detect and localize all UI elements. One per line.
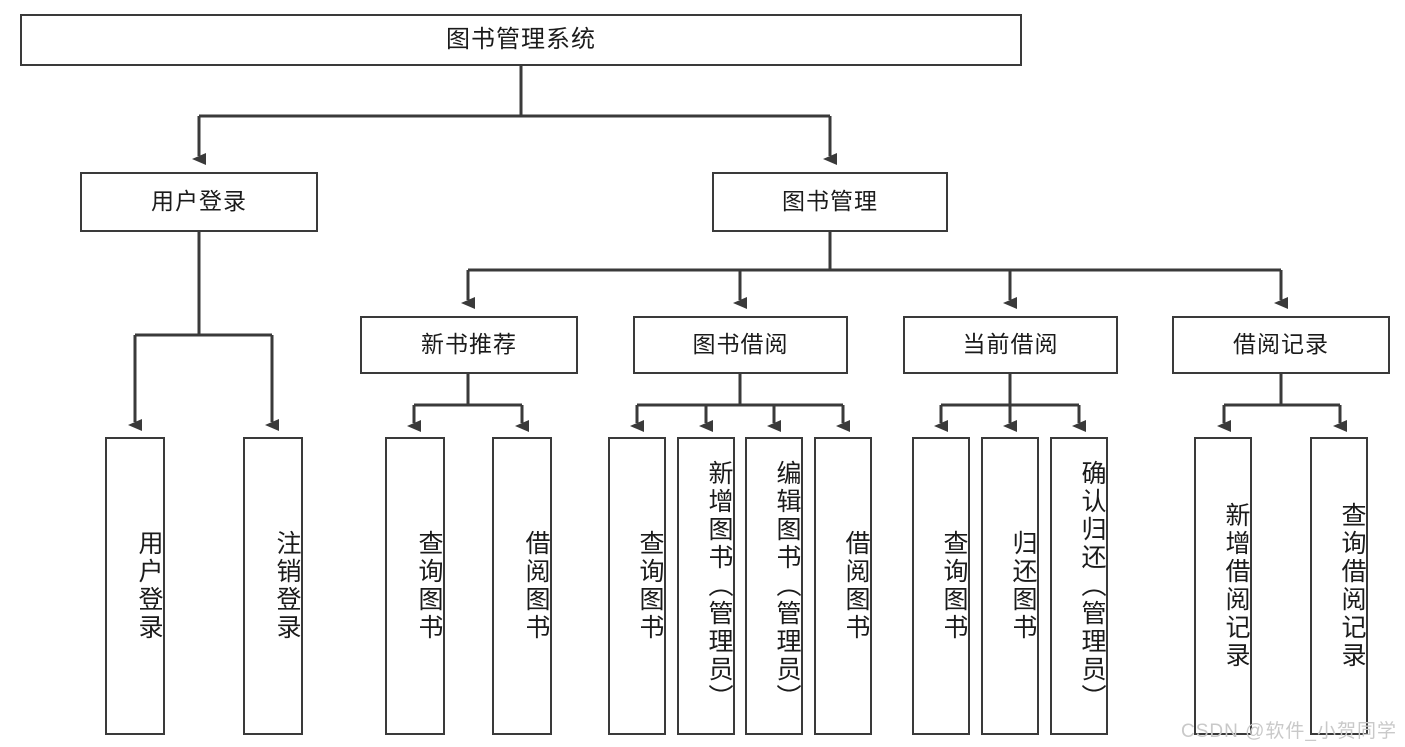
- node-label: 确认归还（管理员）: [1078, 460, 1106, 712]
- leaf-add-book-admin[interactable]: 新增图书（管理员）: [677, 437, 735, 735]
- node-label: 图书管理系统: [446, 25, 596, 53]
- node-label: 图书管理: [782, 188, 878, 215]
- node-current-borrow[interactable]: 当前借阅: [903, 316, 1118, 374]
- node-label: 归还图书: [1009, 530, 1037, 642]
- node-book-management[interactable]: 图书管理: [712, 172, 948, 232]
- node-label: 借阅记录: [1233, 331, 1329, 358]
- leaf-query-book-current[interactable]: 查询图书: [912, 437, 970, 735]
- node-label: 新增图书（管理员）: [705, 460, 733, 712]
- node-label: 注销登录: [273, 530, 301, 642]
- node-label: 编辑图书（管理员）: [773, 460, 801, 712]
- node-new-book-recommend[interactable]: 新书推荐: [360, 316, 578, 374]
- leaf-edit-book-admin[interactable]: 编辑图书（管理员）: [745, 437, 803, 735]
- node-label: 借阅图书: [842, 530, 870, 642]
- node-label: 借阅图书: [522, 530, 550, 642]
- leaf-add-borrow-record[interactable]: 新增借阅记录: [1194, 437, 1252, 735]
- node-label: 查询图书: [940, 530, 968, 642]
- node-label: 新增借阅记录: [1222, 502, 1250, 670]
- leaf-logout-login[interactable]: 注销登录: [243, 437, 303, 735]
- leaf-borrow-book[interactable]: 借阅图书: [814, 437, 872, 735]
- node-label: 查询图书: [415, 530, 443, 642]
- leaf-borrow-book-recommend[interactable]: 借阅图书: [492, 437, 552, 735]
- node-user-login[interactable]: 用户登录: [80, 172, 318, 232]
- leaf-return-book[interactable]: 归还图书: [981, 437, 1039, 735]
- node-label: 新书推荐: [421, 331, 517, 358]
- watermark: CSDN @软件_小贺同学: [1181, 721, 1397, 742]
- node-borrow-record[interactable]: 借阅记录: [1172, 316, 1390, 374]
- node-label: 当前借阅: [962, 331, 1059, 358]
- node-label: 查询借阅记录: [1338, 502, 1366, 670]
- node-label: 图书借阅: [692, 331, 789, 358]
- leaf-query-book-recommend[interactable]: 查询图书: [385, 437, 445, 735]
- leaf-confirm-return-admin[interactable]: 确认归还（管理员）: [1050, 437, 1108, 735]
- leaf-query-book-borrow[interactable]: 查询图书: [608, 437, 666, 735]
- node-label: 用户登录: [151, 188, 247, 215]
- node-label: 查询图书: [636, 530, 664, 642]
- leaf-user-login[interactable]: 用户登录: [105, 437, 165, 735]
- node-book-borrow[interactable]: 图书借阅: [633, 316, 848, 374]
- node-root-book-management-system[interactable]: 图书管理系统: [20, 14, 1022, 66]
- node-label: 用户登录: [135, 530, 163, 642]
- leaf-query-borrow-record[interactable]: 查询借阅记录: [1310, 437, 1368, 735]
